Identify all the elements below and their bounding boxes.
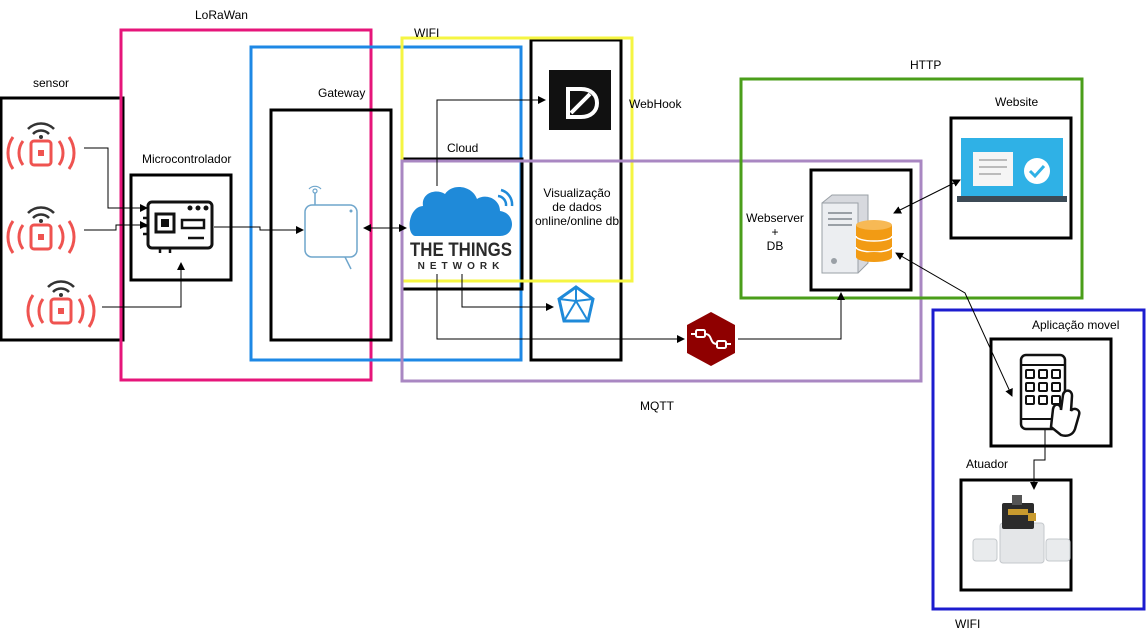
server-db-icon [821,194,893,274]
edge-ttn-polyhedron [461,274,554,311]
edge-nodered-server [738,292,845,340]
label-microcontrolador: Microcontrolador [142,152,231,166]
solenoid-valve-icon [972,495,1071,564]
website-laptop-icon [957,138,1067,202]
label-cloud: Cloud [447,141,478,155]
atuador-box [959,478,1073,592]
sensor-icon-3 [26,280,96,328]
edge-sensor2-micro [84,221,148,231]
edge-db-mobile [895,252,1013,397]
ttn-logo-icon: THE THINGS NETWORK [409,186,514,272]
label-visualizacao-2: de dados [552,200,601,214]
lorawan-group [119,28,373,382]
sensor-icon-2 [6,206,76,254]
label-gateway: Gateway [318,86,365,100]
label-website: Website [995,95,1038,109]
sensor-icon-1 [6,122,76,170]
webhook-logo-icon [549,70,611,130]
label-webserver-3: DB [767,239,784,253]
ttn-line1: THE THINGS [410,240,512,261]
mobile-group [931,308,1146,611]
edge-website-db [893,179,961,214]
webserver-box [809,168,913,292]
label-wifi-bottom: WIFI [955,617,980,631]
visualizacao-box [529,38,623,362]
label-webserver-1: Webserver [746,211,804,225]
nodered-logo-icon [687,312,735,366]
label-webserver-2: + [771,225,778,239]
microcontroller-icon [143,200,214,253]
sensor-box [0,96,125,342]
label-visualizacao-3: online/online db [535,214,619,228]
edge-mobile-atuador [1030,430,1046,490]
connectors [84,96,1046,490]
gateway-icon [304,185,358,270]
label-visualizacao-1: Visualização [543,186,610,200]
label-http: HTTP [910,58,941,72]
label-lorawan: LoRaWan [195,8,248,22]
polyhedron-logo-icon [557,285,595,323]
mobile-app-icon [1019,353,1081,437]
label-atuador: Atuador [966,457,1008,471]
website-box [949,116,1073,240]
edge-ttn-webhook [436,96,546,186]
edge-ttn-nodered [436,274,685,343]
edge-micro-gateway [214,226,304,234]
label-sensor: sensor [33,76,69,90]
label-webhook: WebHook [629,97,682,111]
edge-sensor1-micro [84,147,148,212]
label-aplicacao-movel: Aplicação movel [1032,318,1119,332]
ttn-line2: NETWORK [418,261,505,272]
edge-sensor3-micro [102,262,185,308]
label-wifi-top: WIFI [414,26,439,40]
label-mqtt: MQTT [640,399,675,413]
